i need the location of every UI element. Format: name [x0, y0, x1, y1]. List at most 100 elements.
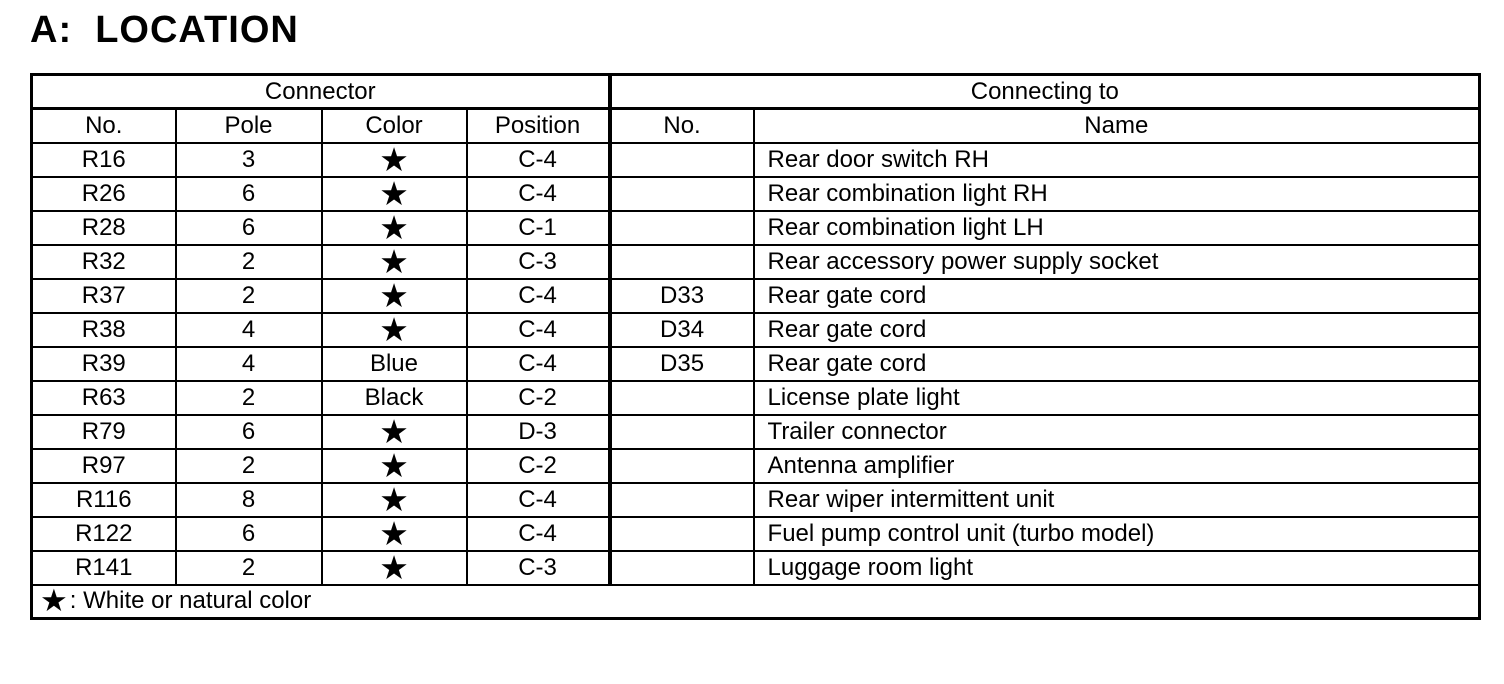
footnote-cell: ★: White or natural color [30, 583, 1481, 620]
cell-connecting-no [607, 549, 755, 586]
cell-color: Black [320, 379, 468, 416]
cell-pole: 2 [174, 549, 323, 586]
cell-connector-no: R38 [30, 311, 177, 348]
cell-connector-no: R63 [30, 379, 177, 416]
cell-color: ★ [320, 447, 468, 484]
cell-connecting-no [607, 515, 755, 552]
cell-connecting-no [607, 447, 755, 484]
cell-name: Rear combination light RH [752, 175, 1481, 212]
cell-name: Rear gate cord [752, 311, 1481, 348]
page-title: A: LOCATION [30, 9, 299, 51]
cell-position: C-2 [465, 447, 611, 484]
col-header-pole: Pole [174, 107, 323, 144]
cell-pole: 6 [174, 515, 323, 552]
cell-connector-no: R122 [30, 515, 177, 552]
cell-name: Fuel pump control unit (turbo model) [752, 515, 1481, 552]
footnote-row: ★: White or natural color [30, 583, 1481, 620]
col-header-connecting-no: No. [607, 107, 755, 144]
cell-connecting-no [607, 481, 755, 518]
header-group-connector: Connector [30, 73, 611, 110]
cell-name: Rear combination light LH [752, 209, 1481, 246]
cell-pole: 2 [174, 243, 323, 280]
cell-connector-no: R16 [30, 141, 177, 178]
cell-connecting-no [607, 413, 755, 450]
cell-position: C-3 [465, 549, 611, 586]
cell-pole: 6 [174, 209, 323, 246]
cell-connecting-no: D34 [607, 311, 755, 348]
cell-position: D-3 [465, 413, 611, 450]
cell-connector-no: R28 [30, 209, 177, 246]
cell-connecting-no: D33 [607, 277, 755, 314]
cell-connecting-no [607, 141, 755, 178]
cell-connecting-no [607, 175, 755, 212]
cell-position: C-4 [465, 345, 611, 382]
cell-name: Rear gate cord [752, 277, 1481, 314]
cell-pole: 2 [174, 447, 323, 484]
footnote-text: : White or natural color [69, 587, 312, 615]
cell-connector-no: R39 [30, 345, 177, 382]
cell-connector-no: R32 [30, 243, 177, 280]
location-table: Connector Connecting to No. Pole Color P… [30, 73, 1482, 620]
cell-color: ★ [320, 209, 468, 246]
cell-name: Rear door switch RH [752, 141, 1481, 178]
cell-connector-no: R37 [30, 277, 177, 314]
cell-position: C-1 [465, 209, 611, 246]
header-group-row: Connector Connecting to [30, 73, 1481, 110]
cell-pole: 6 [174, 175, 323, 212]
cell-position: C-4 [465, 515, 611, 552]
col-header-color: Color [320, 107, 468, 144]
cell-pole: 3 [174, 141, 323, 178]
cell-color: ★ [320, 277, 468, 314]
cell-name: Rear wiper intermittent unit [752, 481, 1481, 518]
cell-color: ★ [320, 175, 468, 212]
cell-connecting-no [607, 379, 755, 416]
cell-connector-no: R26 [30, 175, 177, 212]
cell-color: Blue [320, 345, 468, 382]
header-group-connecting-to: Connecting to [607, 73, 1481, 110]
cell-position: C-4 [465, 481, 611, 518]
cell-position: C-3 [465, 243, 611, 280]
cell-name: Rear accessory power supply socket [752, 243, 1481, 280]
cell-connector-no: R79 [30, 413, 177, 450]
cell-color: ★ [320, 515, 468, 552]
col-header-connector-no: No. [30, 107, 177, 144]
cell-position: C-4 [465, 175, 611, 212]
col-header-position: Position [465, 107, 611, 144]
column-header-row: No. Pole Color Position No. Name [30, 107, 1481, 144]
cell-pole: 4 [174, 311, 323, 348]
cell-color: ★ [320, 243, 468, 280]
cell-name: Luggage room light [752, 549, 1481, 586]
cell-name: Antenna amplifier [752, 447, 1481, 484]
cell-color: ★ [320, 413, 468, 450]
cell-position: C-4 [465, 311, 611, 348]
cell-position: C-4 [465, 141, 611, 178]
cell-connecting-no [607, 209, 755, 246]
cell-connecting-no [607, 243, 755, 280]
cell-connector-no: R141 [30, 549, 177, 586]
col-header-name: Name [752, 107, 1481, 144]
cell-pole: 6 [174, 413, 323, 450]
cell-color: ★ [320, 141, 468, 178]
cell-pole: 4 [174, 345, 323, 382]
cell-color: ★ [320, 481, 468, 518]
cell-pole: 2 [174, 277, 323, 314]
cell-name: Rear gate cord [752, 345, 1481, 382]
cell-name: Trailer connector [752, 413, 1481, 450]
cell-pole: 8 [174, 481, 323, 518]
cell-pole: 2 [174, 379, 323, 416]
cell-connecting-no: D35 [607, 345, 755, 382]
